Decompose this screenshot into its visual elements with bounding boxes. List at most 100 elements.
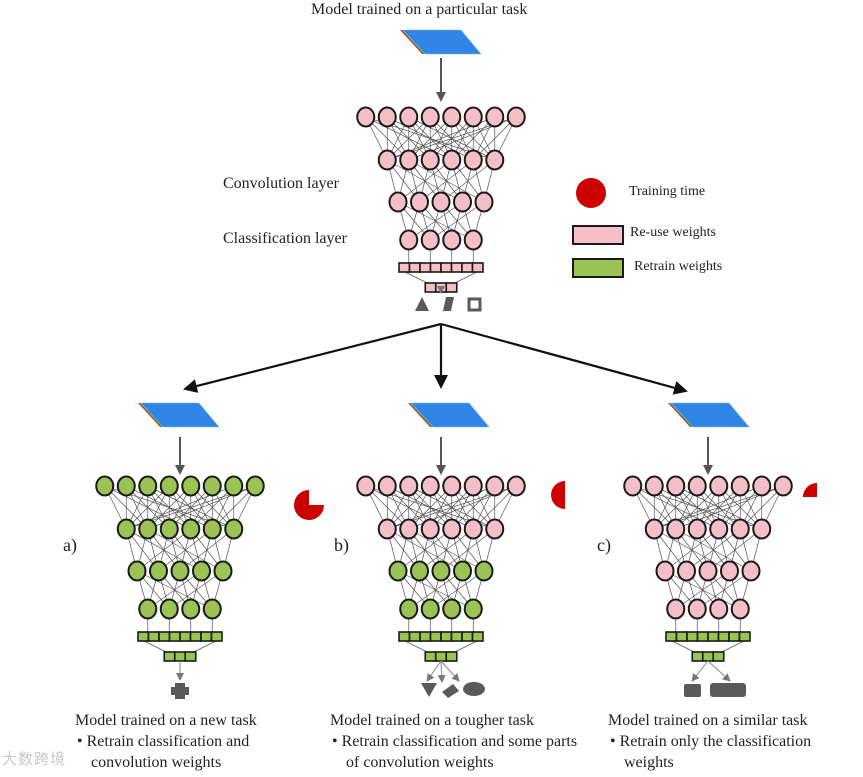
neuron-node bbox=[159, 598, 179, 620]
panel-c-label: c) bbox=[597, 535, 611, 555]
classification-unit bbox=[691, 651, 704, 662]
neuron-node bbox=[644, 475, 664, 497]
neuron-node bbox=[463, 475, 483, 497]
neuron-node bbox=[752, 518, 772, 540]
connection-line bbox=[158, 528, 213, 572]
connection-line bbox=[404, 640, 428, 653]
image-layer-blue bbox=[402, 29, 482, 55]
neuron-node bbox=[181, 475, 201, 497]
classification-unit bbox=[424, 651, 437, 662]
connection-line bbox=[454, 271, 478, 284]
neuron-node bbox=[420, 475, 440, 497]
neuron-node bbox=[709, 518, 729, 540]
connection-line bbox=[136, 528, 191, 572]
legend-reuse-swatch bbox=[572, 225, 624, 245]
output-ellipse-icon bbox=[463, 682, 485, 696]
classification-unit bbox=[450, 262, 463, 273]
neuron-node bbox=[181, 518, 201, 540]
classification-unit bbox=[200, 631, 213, 642]
panel-c-caption-bullet: • Retrain only the classification weight… bbox=[610, 733, 812, 771]
classification-unit bbox=[429, 262, 442, 273]
neuron-node bbox=[730, 475, 750, 497]
neuron-node bbox=[377, 149, 397, 171]
connection-line bbox=[697, 570, 752, 610]
connection-line bbox=[430, 570, 485, 610]
connection-line bbox=[675, 570, 730, 610]
neuron-node bbox=[138, 598, 158, 620]
panel-c-output-arrow-1 bbox=[691, 660, 709, 682]
classification-unit bbox=[210, 631, 223, 642]
connection-line bbox=[404, 271, 428, 284]
classification-unit bbox=[450, 631, 463, 642]
neuron-node bbox=[377, 475, 397, 497]
neuron-node bbox=[245, 475, 265, 497]
neuron-node bbox=[202, 475, 222, 497]
connection-line bbox=[126, 485, 170, 530]
classification-unit bbox=[398, 631, 411, 642]
neuron-node bbox=[377, 518, 397, 540]
connection-line bbox=[397, 159, 452, 203]
neuron-node bbox=[485, 518, 505, 540]
neuron-node bbox=[474, 191, 494, 213]
classification-unit bbox=[158, 631, 171, 642]
connection-line bbox=[387, 116, 431, 161]
classification-unit bbox=[712, 651, 725, 662]
image-layer-blue bbox=[410, 402, 490, 428]
classification-unit bbox=[445, 651, 458, 662]
panel-b-network bbox=[356, 475, 526, 662]
branch-arrow-c bbox=[440, 322, 688, 395]
classification-unit bbox=[429, 631, 442, 642]
connection-line bbox=[193, 640, 217, 653]
neuron-node bbox=[442, 229, 462, 251]
connection-line bbox=[419, 159, 474, 203]
neuron-node bbox=[442, 149, 462, 171]
neuron-node bbox=[463, 518, 483, 540]
connection-line bbox=[451, 485, 495, 530]
neuron-node bbox=[159, 475, 179, 497]
panel-b-output-arrow-2 bbox=[437, 660, 446, 683]
classification-unit bbox=[461, 631, 474, 642]
connection-line bbox=[721, 640, 745, 653]
panel-b-label: b) bbox=[334, 535, 349, 555]
neuron-node bbox=[506, 475, 526, 497]
neuron-node bbox=[709, 598, 729, 620]
neuron-node bbox=[730, 598, 750, 620]
classification-unit bbox=[408, 262, 421, 273]
classification-unit bbox=[408, 631, 421, 642]
convolution-layer-label: Convolution layer bbox=[223, 175, 339, 192]
neuron-node bbox=[453, 560, 472, 582]
neuron-node bbox=[399, 149, 419, 171]
neuron-node bbox=[485, 149, 505, 171]
classification-unit bbox=[168, 631, 181, 642]
neuron-node bbox=[399, 518, 419, 540]
output-wide-rect-icon bbox=[710, 683, 746, 697]
neuron-node bbox=[116, 475, 136, 497]
neuron-node bbox=[192, 560, 211, 582]
panel-b-caption-title: Model trained on a tougher task bbox=[330, 712, 534, 729]
neuron-node bbox=[485, 106, 505, 128]
neuron-node bbox=[485, 475, 505, 497]
classification-unit bbox=[434, 282, 448, 293]
panel-b-training-time-pie bbox=[551, 481, 565, 509]
classification-unit bbox=[696, 631, 709, 642]
connection-line bbox=[707, 528, 762, 572]
neuron-node bbox=[420, 598, 440, 620]
panel-b-output-arrow-1 bbox=[426, 660, 442, 682]
top-network bbox=[356, 106, 526, 293]
neuron-node bbox=[741, 560, 761, 582]
connection-line bbox=[419, 528, 474, 572]
connection-line bbox=[408, 570, 463, 610]
panel-c-caption: Model trained on a similar task • Retrai… bbox=[608, 710, 853, 773]
panel-c-input-image bbox=[668, 402, 750, 428]
connection-line bbox=[473, 485, 517, 530]
legend-reuse-label: Re-use weights bbox=[630, 225, 716, 240]
classification-unit bbox=[471, 631, 484, 642]
diagram-title: Model trained on a particular task bbox=[311, 1, 528, 18]
neuron-node bbox=[730, 518, 750, 540]
neuron-node bbox=[463, 229, 483, 251]
connection-line bbox=[654, 485, 698, 530]
classification-unit bbox=[738, 631, 751, 642]
classification-unit bbox=[147, 631, 160, 642]
connection-line bbox=[190, 485, 234, 530]
neuron-node bbox=[127, 560, 147, 582]
